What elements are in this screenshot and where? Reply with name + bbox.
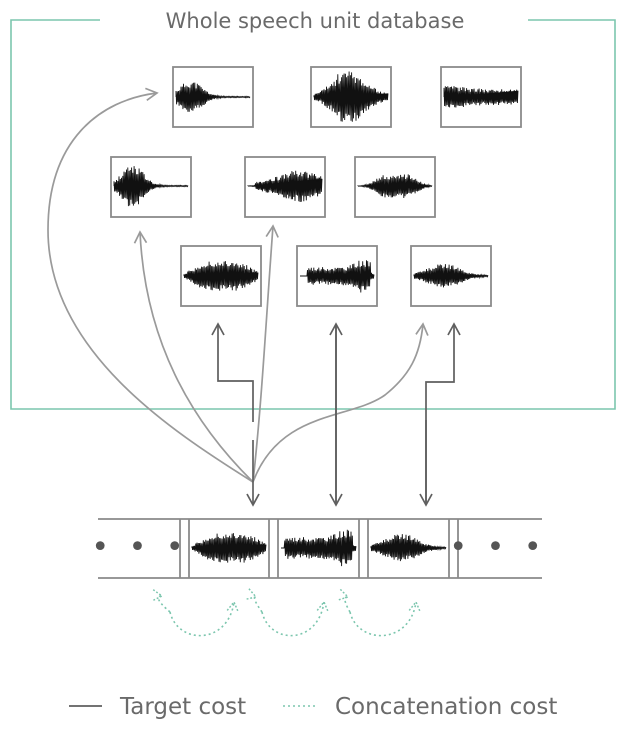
waveform	[370, 534, 447, 562]
concatenation-arc	[151, 589, 171, 613]
waveform	[300, 260, 375, 293]
concatenation-cost-arcs	[151, 588, 421, 637]
waveform	[281, 529, 357, 567]
selection-curve	[47, 87, 254, 483]
target-cost-arrow	[425, 322, 461, 505]
selection-curves	[47, 87, 429, 483]
output-sequence: • • • • • •	[91, 518, 546, 579]
legend-concatenation-label: Concatenation cost	[335, 694, 557, 720]
sequence-ellipsis-left: • • •	[91, 530, 188, 565]
waveform	[191, 533, 267, 563]
waveforms	[113, 71, 519, 567]
concatenation-arc	[261, 600, 329, 637]
concatenation-arc	[349, 600, 421, 637]
legend-target-label: Target cost	[119, 694, 246, 720]
database-frame	[10, 19, 616, 410]
concatenation-arc	[169, 600, 239, 637]
waveform	[413, 264, 489, 288]
waveform	[313, 71, 389, 122]
target-cost-arrow	[211, 322, 254, 422]
waveform	[183, 261, 259, 291]
selection-curve	[252, 322, 429, 483]
concatenation-arc	[337, 588, 351, 613]
legend: Target cost Concatenation cost	[69, 694, 557, 720]
waveform	[357, 174, 433, 199]
waveform	[113, 166, 189, 207]
waveform	[443, 86, 519, 108]
target-cost-arrows	[211, 322, 461, 507]
sequence-ellipsis-right: • • •	[449, 530, 546, 565]
selection-curve	[252, 224, 279, 483]
waveform	[175, 82, 251, 112]
selection-curve	[133, 230, 254, 483]
waveform	[247, 170, 323, 203]
database-title: Whole speech unit database	[166, 9, 465, 33]
concatenation-arc	[245, 588, 263, 613]
